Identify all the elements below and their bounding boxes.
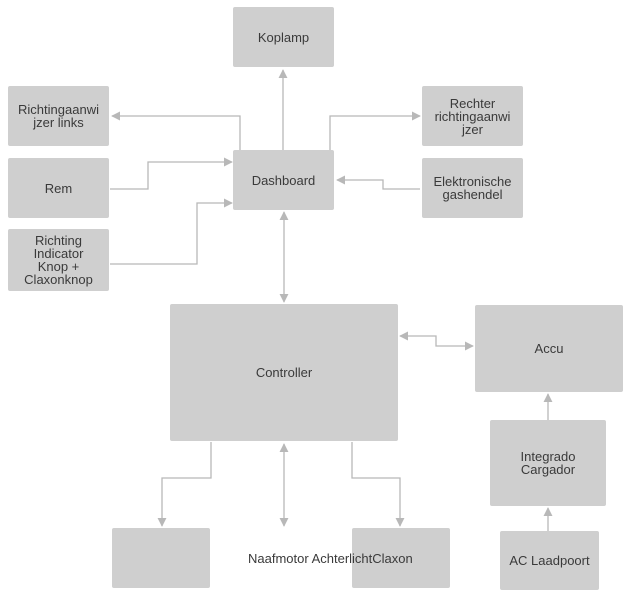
node-controller: Controller — [170, 304, 398, 441]
node-dashboard: Dashboard — [233, 150, 334, 210]
node-claxon-box — [352, 528, 450, 588]
node-gashendel-label: Elektronische gashendel — [433, 174, 512, 202]
node-dashboard-label: Dashboard — [251, 172, 316, 188]
node-naafmotor-label: Naafmotor AchterlichtClaxon — [248, 550, 413, 566]
node-gashendel: Elektronische gashendel — [422, 158, 523, 218]
node-accu-label: Accu — [534, 341, 564, 356]
connector-controller-claxon-box — [351, 442, 405, 527]
node-ac-laadpoort-label: AC Laadpoort — [509, 553, 590, 568]
node-accu: Accu — [475, 305, 623, 392]
connector-rem-dashboard — [110, 157, 233, 190]
connector-indicator-dashboard — [110, 198, 233, 265]
node-richting-links: Richtingaanwi jzer links — [8, 86, 109, 146]
node-indicator-knop-label: Richting Indicator Knop + Claxonknop — [24, 233, 93, 287]
node-koplamp-label: Koplamp — [257, 29, 310, 45]
connector-gashendel-dashboard — [336, 175, 420, 190]
node-indicator-knop: Richting Indicator Knop + Claxonknop — [8, 229, 109, 291]
connector-controller-accu — [399, 331, 474, 351]
connector-dashboard-rechter-richting — [329, 111, 421, 150]
node-naafmotor: Naafmotor AchterlichtClaxon — [236, 528, 413, 588]
node-controller-label: Controller — [255, 365, 313, 380]
connector-dashboard-richting-links — [111, 111, 241, 150]
node-koplamp: Koplamp — [233, 7, 334, 67]
node-rem-label: Rem — [44, 180, 73, 196]
node-empty-box — [112, 528, 210, 588]
node-rechter-richting: Rechter richtingaanwi jzer — [422, 86, 523, 146]
node-integrado-cargador: Integrado Cargador — [490, 420, 606, 506]
node-rechter-richting-label: Rechter richtingaanwi jzer — [434, 95, 511, 137]
node-rem: Rem — [8, 158, 109, 218]
node-richting-links-label: Richtingaanwi jzer links — [18, 102, 99, 130]
connector-controller-empty-box — [157, 442, 212, 527]
node-integrado-cargador-label: Integrado Cargador — [520, 449, 576, 477]
node-ac-laadpoort: AC Laadpoort — [500, 531, 599, 590]
